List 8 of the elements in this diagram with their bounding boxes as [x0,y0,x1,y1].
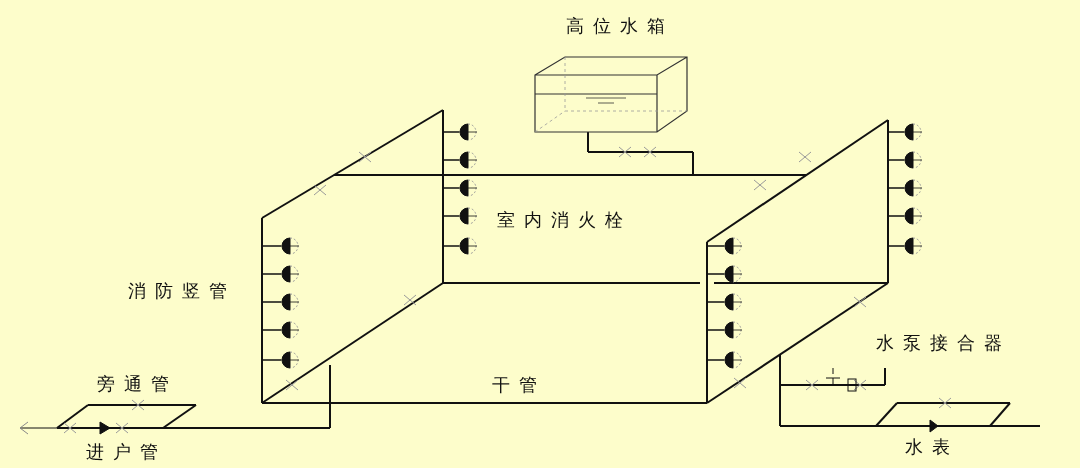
part-label: 消防竖管 [128,280,236,302]
part-label: 进户管 [86,441,167,463]
part-label: 水表 [905,436,959,458]
part-label: 旁通管 [97,373,178,395]
part-label: 水泵接合器 [876,332,1011,354]
part-label: 干管 [492,374,546,396]
tank-label: 高位水箱 [566,15,674,37]
part-label: 室内消火栓 [497,209,632,231]
